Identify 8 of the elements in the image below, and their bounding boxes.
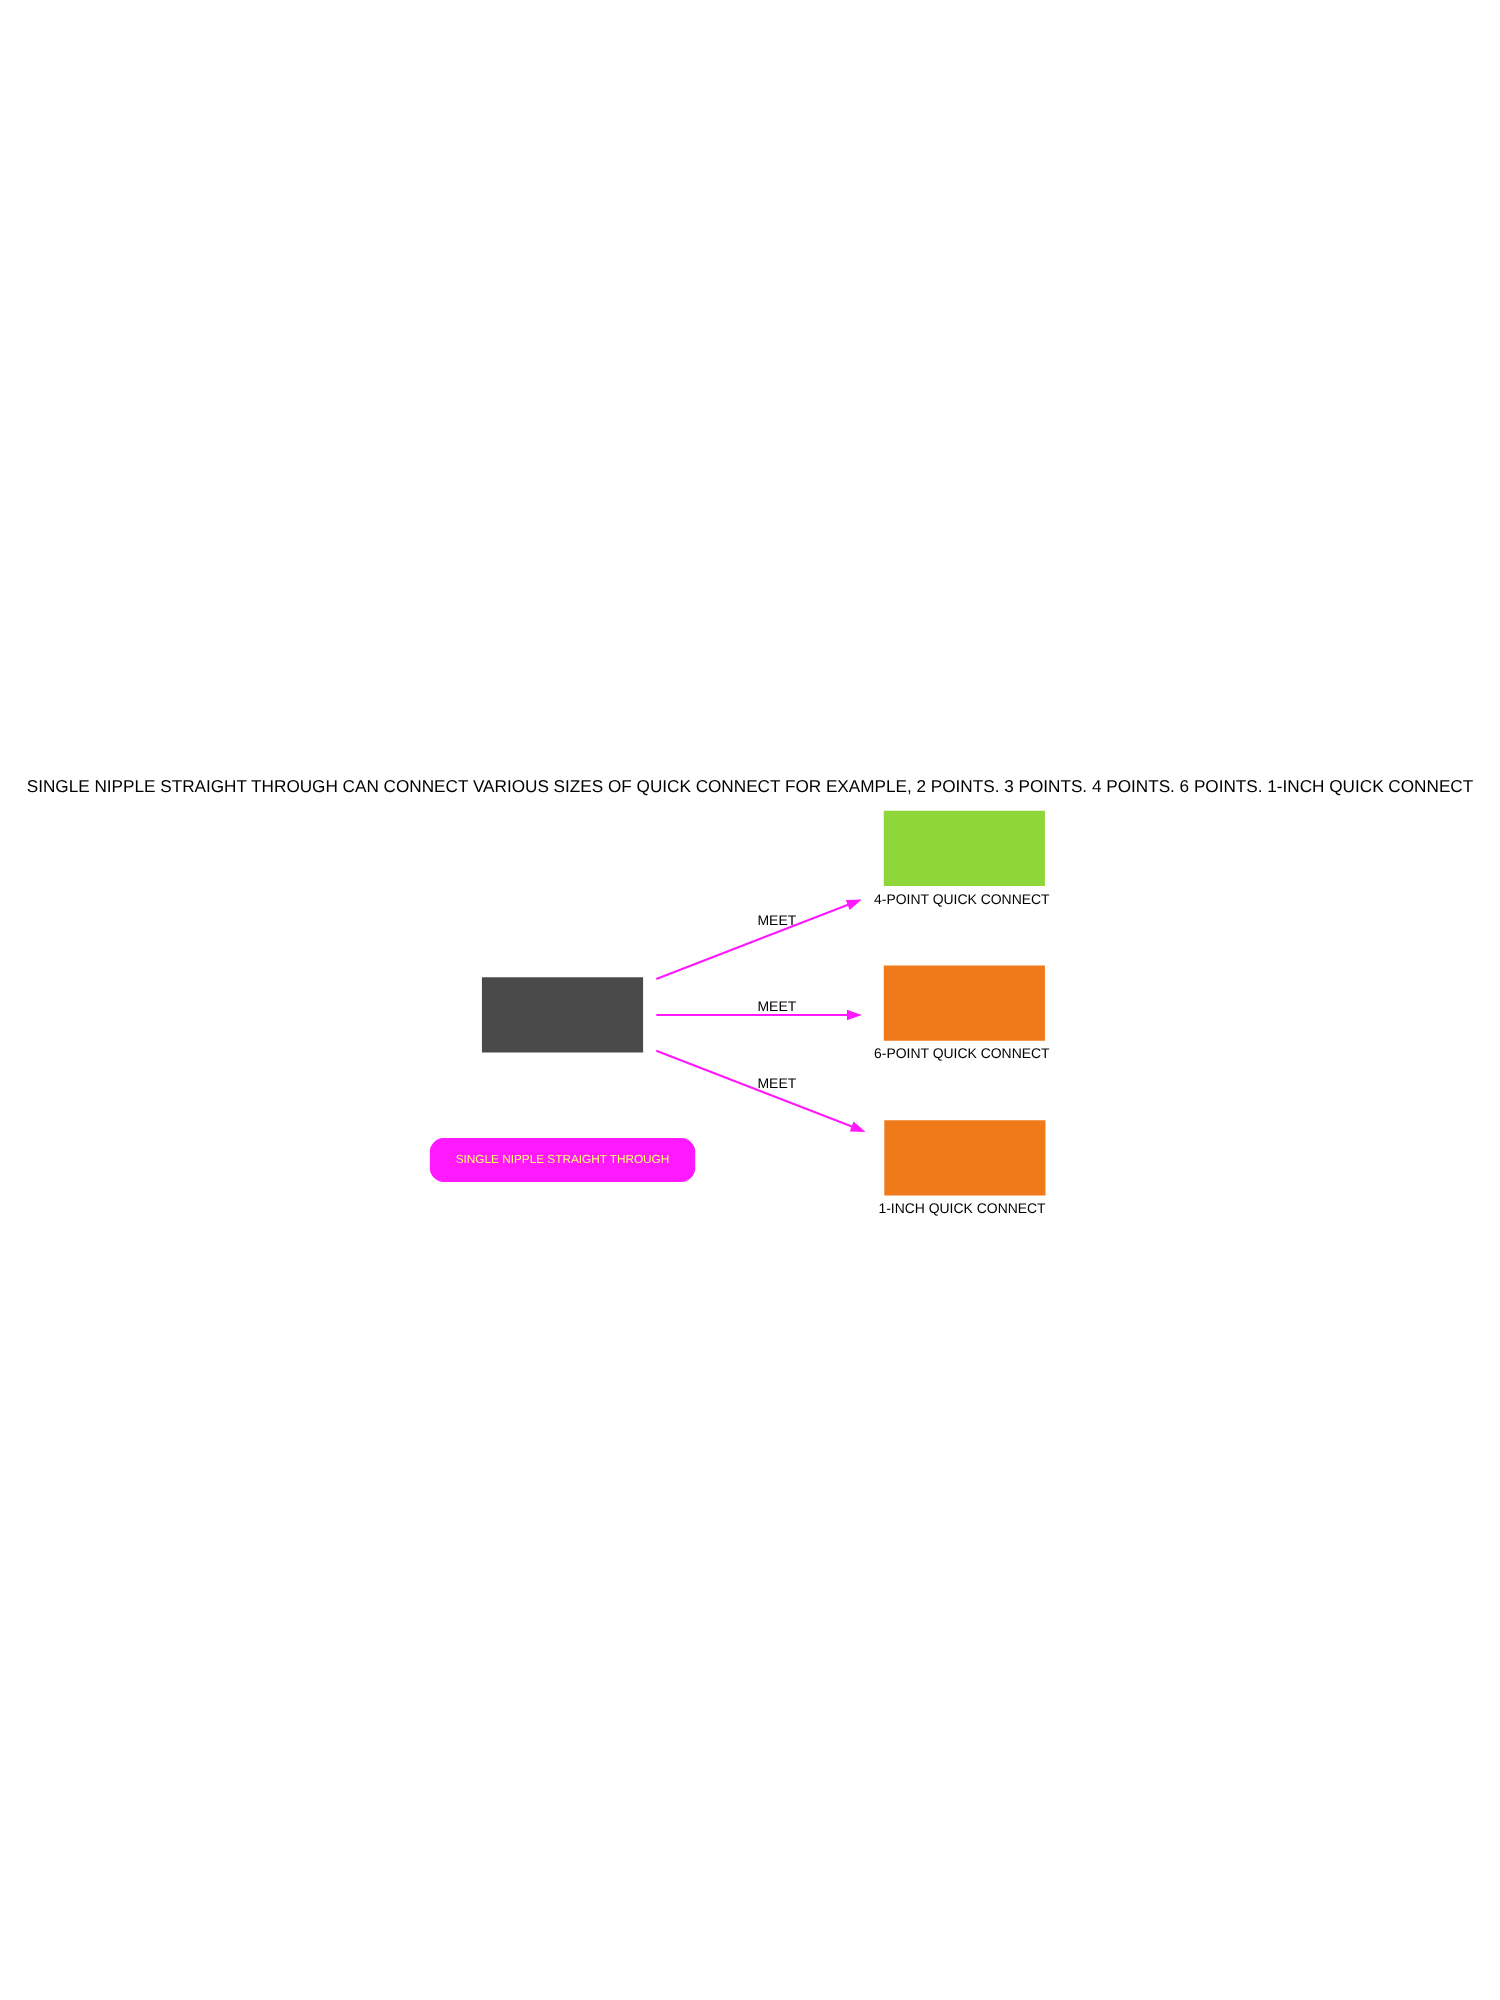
arrow [655, 1048, 866, 1131]
node-box [481, 976, 644, 1052]
arrow [655, 898, 862, 980]
diagram-title: SINGLE NIPPLE STRAIGHT THROUGH CAN CONNECT VARIOUS SIZES OF QUICK CONNECT FOR EXAMPLE, 2 POINTS. 3 POINTS. 4 POINTS. 6 POINTS. 1-INCH QUICK CONNECT [26, 775, 1474, 796]
node-box [884, 1119, 1046, 1195]
node-box [883, 809, 1045, 886]
node-box [883, 964, 1045, 1040]
arrow [656, 1008, 862, 1020]
